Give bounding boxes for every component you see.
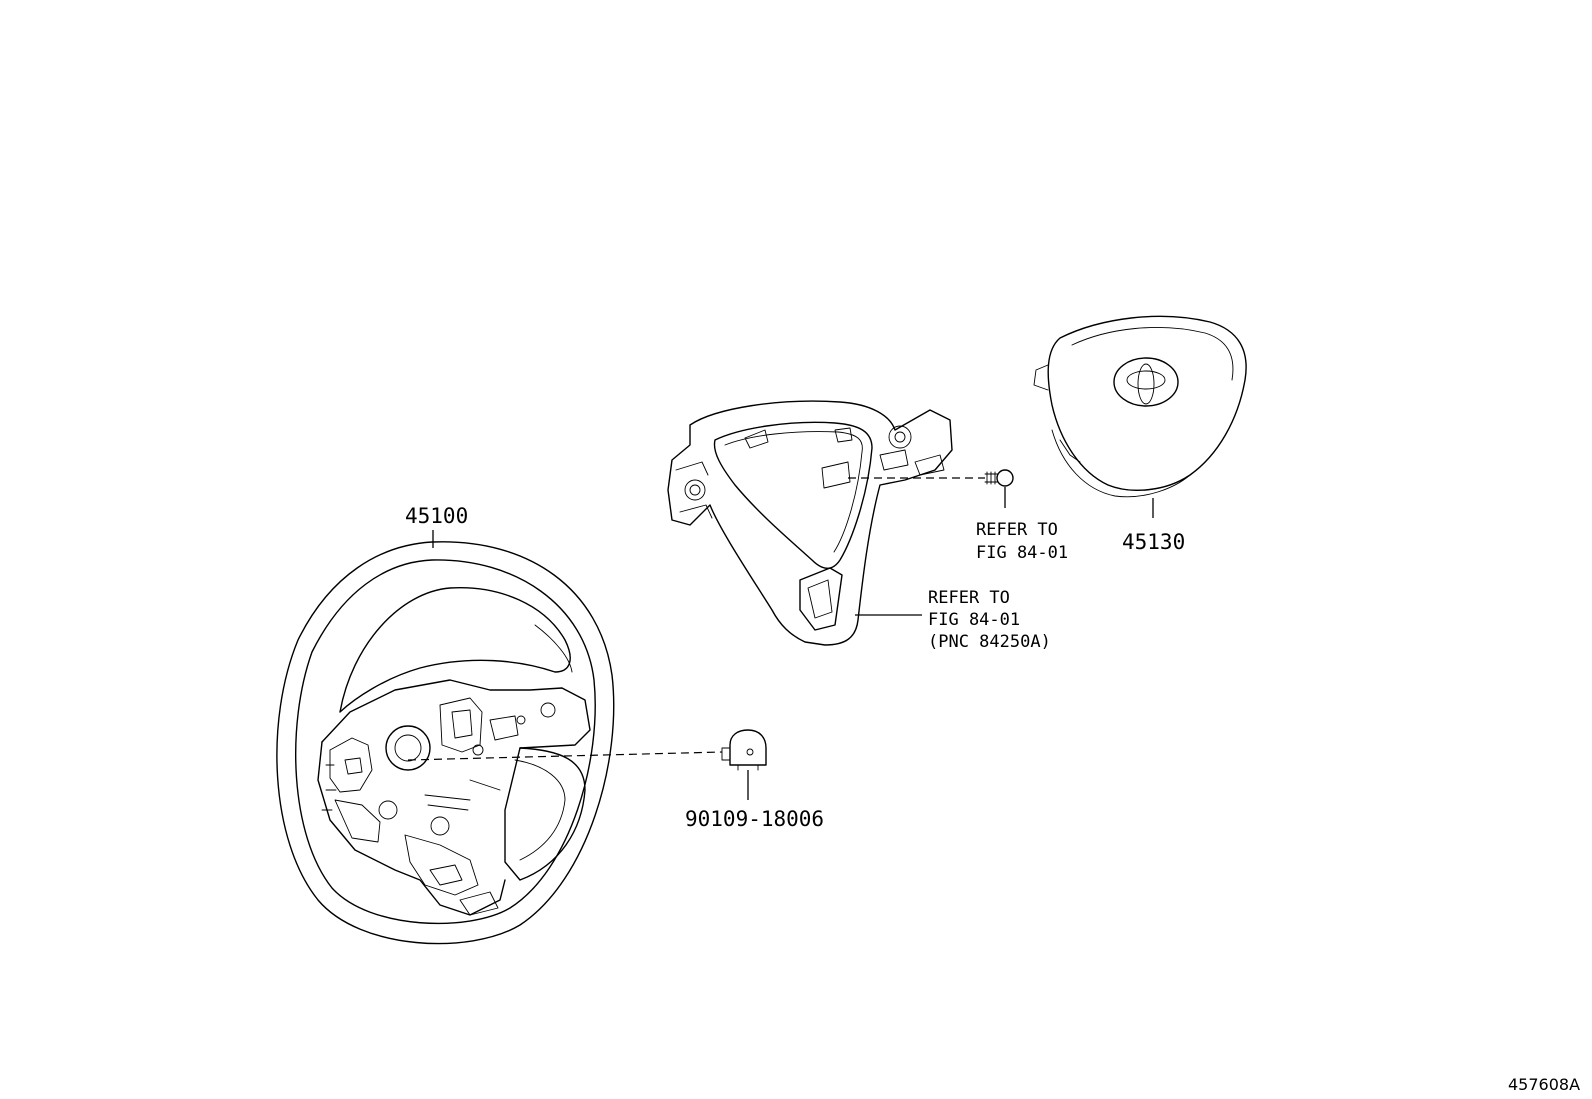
part-number-nut: 90109-18006 [685,807,824,831]
figure-id: 457608A [1508,1075,1580,1094]
nut-drawing [721,729,767,771]
screw-note-line-2: FIG 84-01 [976,543,1068,563]
switch-bezel-drawing [667,400,953,646]
part-number-45130: 45130 [1122,530,1185,554]
part-number-45100: 45100 [405,504,468,528]
switch-bezel-note-line-1: REFER TO [928,588,1010,608]
screw-note-line-1: REFER TO [976,520,1058,540]
nut-alignment-line [407,751,723,761]
steering-wheel-drawing [276,541,615,945]
switch-bezel-note-line-2: FIG 84-01 [928,610,1020,630]
airbag-pad-drawing [1033,315,1247,498]
screw-drawing [984,469,1014,487]
switch-bezel-note-line-3: (PNC 84250A) [928,632,1051,652]
